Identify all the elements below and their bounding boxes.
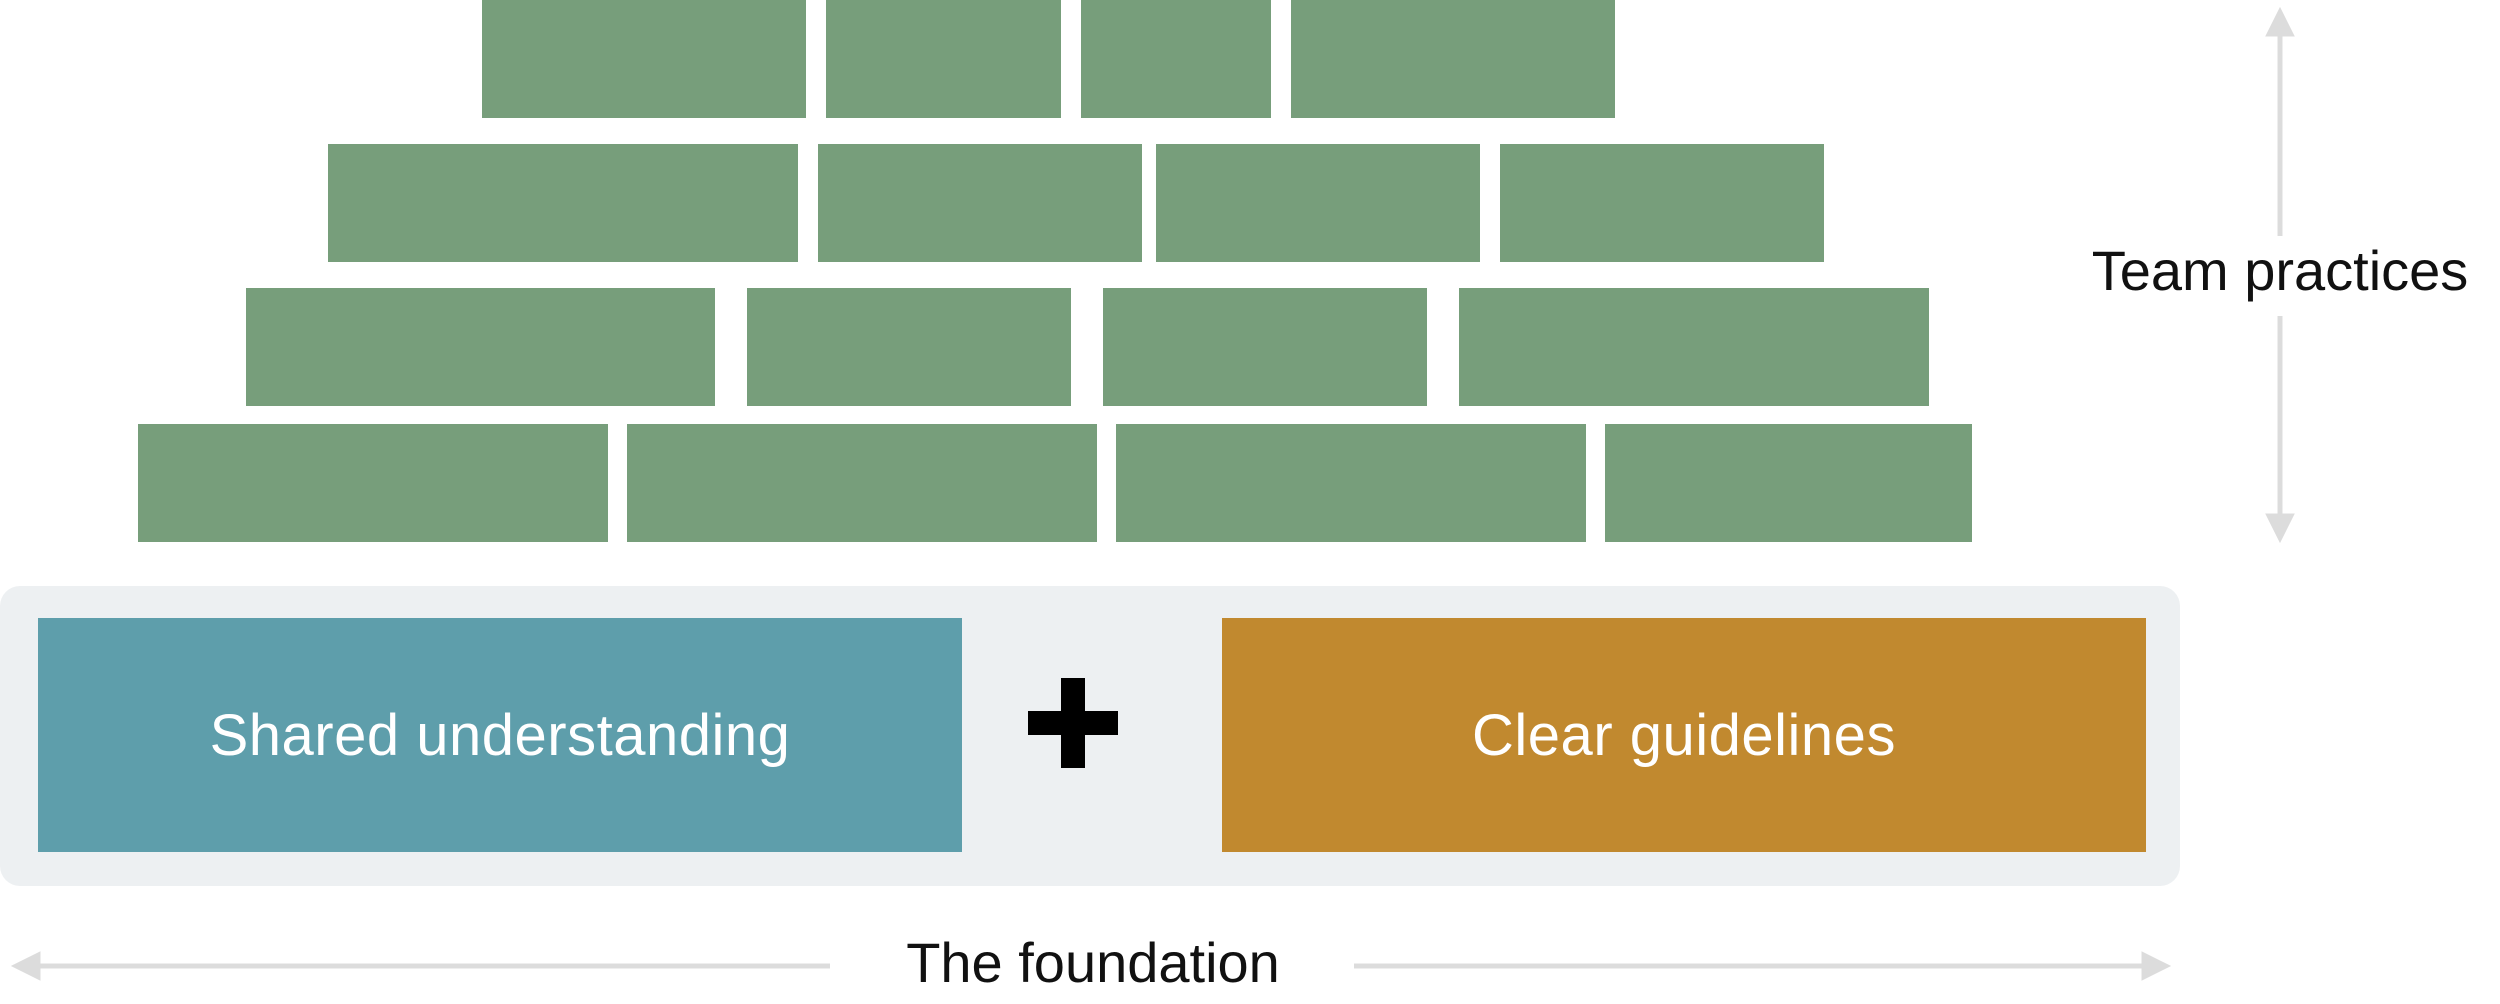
team-practices-label: Team practices bbox=[2070, 236, 2490, 306]
clear-guidelines-block: Clear guidelines bbox=[1222, 618, 2146, 852]
brick bbox=[1116, 424, 1586, 542]
brick bbox=[328, 144, 798, 262]
brick bbox=[1291, 0, 1615, 118]
brick bbox=[747, 288, 1071, 406]
shared-understanding-label: Shared understanding bbox=[209, 702, 791, 768]
plus-icon bbox=[1028, 678, 1118, 768]
double-headed-vertical-arrow-icon bbox=[2265, 6, 2295, 544]
brick bbox=[1081, 0, 1271, 118]
brick bbox=[138, 424, 608, 542]
double-headed-horizontal-arrow-icon bbox=[10, 951, 2172, 981]
brick bbox=[1103, 288, 1427, 406]
brick bbox=[826, 0, 1061, 118]
clear-guidelines-label: Clear guidelines bbox=[1472, 702, 1896, 768]
shared-understanding-block: Shared understanding bbox=[38, 618, 962, 852]
brick bbox=[482, 0, 806, 118]
brick bbox=[1156, 144, 1480, 262]
foundation-label: The foundation bbox=[848, 928, 1338, 998]
brick bbox=[1605, 424, 1972, 542]
brick bbox=[1500, 144, 1824, 262]
brick bbox=[246, 288, 715, 406]
brick bbox=[1459, 288, 1929, 406]
brick bbox=[818, 144, 1142, 262]
brick bbox=[627, 424, 1097, 542]
